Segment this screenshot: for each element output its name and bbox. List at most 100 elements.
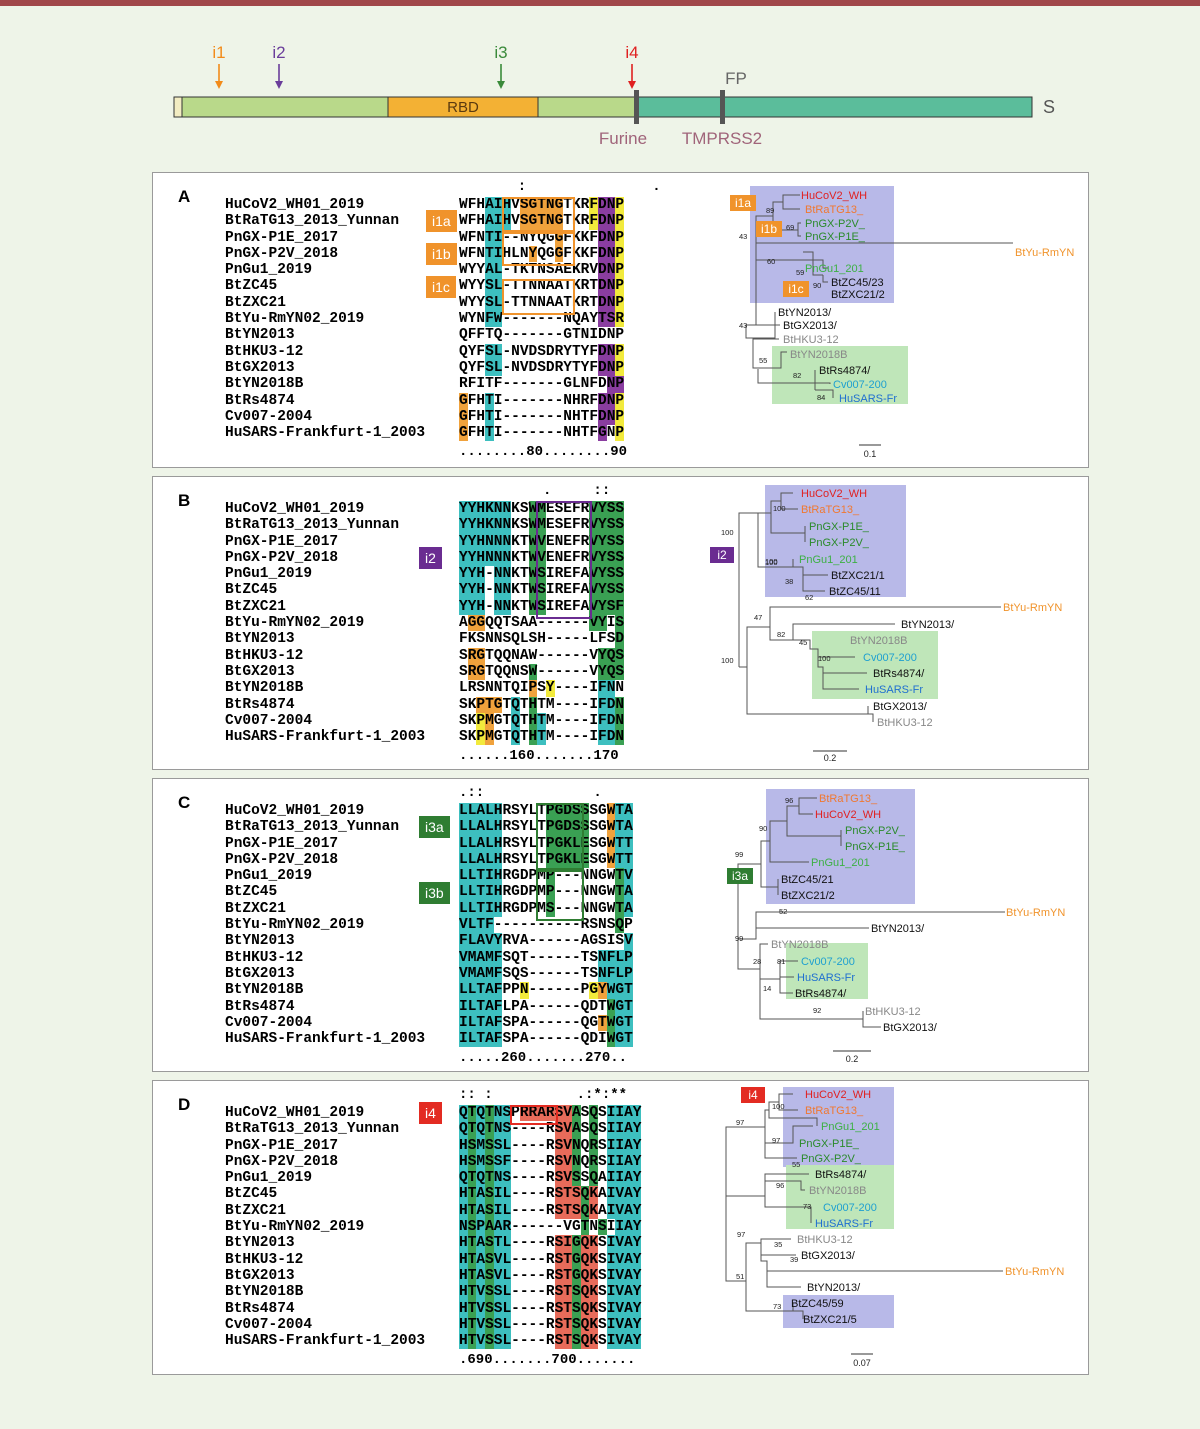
residue: T (467, 1300, 477, 1317)
residue: P (545, 884, 555, 901)
sequence-name: BtYu-RmYN02_2019 (225, 311, 365, 328)
residue: - (528, 1202, 538, 1219)
residue: S (615, 582, 625, 599)
residue: R (545, 1153, 555, 1170)
residue: F (467, 392, 477, 409)
residue: G (598, 851, 607, 868)
residue: F (493, 949, 503, 966)
residue: S (554, 1251, 564, 1268)
residue: - (537, 1170, 546, 1187)
residue: F (571, 566, 581, 583)
residue: - (571, 663, 581, 680)
domain-s1c (537, 96, 637, 118)
residue: - (502, 278, 512, 295)
residue: - (511, 229, 520, 246)
residue: - (528, 1014, 538, 1031)
residue: W (606, 998, 616, 1015)
bootstrap-value: 43 (739, 232, 747, 241)
tree-leaf-label: BtZC45/11 (829, 586, 881, 598)
residue: R (502, 835, 512, 852)
tree-branches (738, 492, 1001, 722)
residue: - (528, 311, 538, 328)
alignment-row: QYFSL-NVDSDRYTYFDNP (459, 343, 624, 360)
residue: - (502, 327, 512, 344)
residue: S (606, 631, 616, 648)
sequence-name: BtHKU3-12 (225, 647, 304, 664)
residue: Y (467, 359, 477, 376)
tree-tag-label: i1a (735, 196, 751, 210)
residue: H (459, 1300, 468, 1317)
residue: - (537, 998, 546, 1015)
residue: S (459, 696, 468, 713)
residue: T (467, 1202, 477, 1220)
residue: T (563, 294, 572, 311)
residue: S (459, 663, 468, 680)
residue: Y (598, 615, 607, 632)
residue: K (589, 1251, 599, 1268)
residue: Q (580, 1333, 590, 1350)
residue: Y (459, 517, 468, 534)
residue: Q (580, 1202, 590, 1220)
residue: F (459, 933, 468, 950)
residue: - (537, 1251, 546, 1268)
residue: R (545, 1186, 555, 1203)
residue: I (545, 566, 555, 583)
residue: I (606, 1105, 616, 1122)
residue: N (502, 598, 512, 616)
residue: Y (598, 598, 607, 616)
residue: W (606, 851, 616, 869)
residue: V (476, 1316, 486, 1334)
residue: K (589, 1267, 599, 1285)
residue: - (554, 982, 564, 999)
residue: A (519, 1031, 529, 1048)
residue: R (502, 819, 512, 836)
bootstrap-value: 45 (799, 638, 807, 647)
tree-leaf-label: PnGX-P1E_ (805, 231, 866, 243)
residue: P (476, 712, 486, 730)
residue: F (476, 343, 486, 360)
alignment-row: LLALHRSYLTPGDSSSGWTA (459, 803, 633, 820)
bootstrap-value: 35 (774, 1240, 782, 1249)
residue: I (606, 1137, 616, 1154)
residue: Y (632, 1121, 642, 1138)
residue: Y (459, 566, 468, 583)
furine-site-mark (634, 90, 639, 124)
residue: - (485, 582, 494, 599)
conservation-marks: :: : .:*:** (459, 1087, 628, 1103)
residue: I (493, 197, 503, 214)
residue: - (554, 729, 564, 746)
residue: R (580, 278, 590, 295)
residue: S (519, 517, 529, 534)
residue: G (545, 229, 555, 246)
residue: - (537, 327, 546, 344)
residue: A (485, 998, 494, 1015)
residue: N (493, 631, 503, 648)
residue: W (528, 533, 538, 550)
residue: T (519, 696, 529, 713)
residue: V (511, 197, 520, 213)
residue: - (554, 663, 564, 680)
residue: P (615, 425, 625, 442)
residue: S (485, 1251, 494, 1268)
residue: S (493, 1153, 503, 1171)
residue: R (545, 1137, 555, 1154)
residue: S (459, 712, 468, 729)
residue: W (459, 294, 468, 311)
residue: - (537, 1137, 546, 1154)
residue: A (624, 1186, 633, 1203)
residue: H (528, 712, 538, 730)
residue: S (571, 1186, 581, 1203)
residue: - (545, 1031, 555, 1048)
residue: F (467, 229, 477, 246)
sequence-name: Cv007-2004 (225, 408, 313, 425)
residue: - (571, 917, 581, 934)
tree-leaf-label: PnGX-P2V_ (809, 537, 870, 549)
residue: R (545, 1121, 555, 1138)
residue: H (459, 1333, 468, 1350)
residue: - (519, 1202, 529, 1219)
residue: - (519, 311, 529, 328)
residue: Q (459, 327, 468, 344)
residue: A (624, 1121, 633, 1138)
residue: A (598, 1186, 607, 1203)
